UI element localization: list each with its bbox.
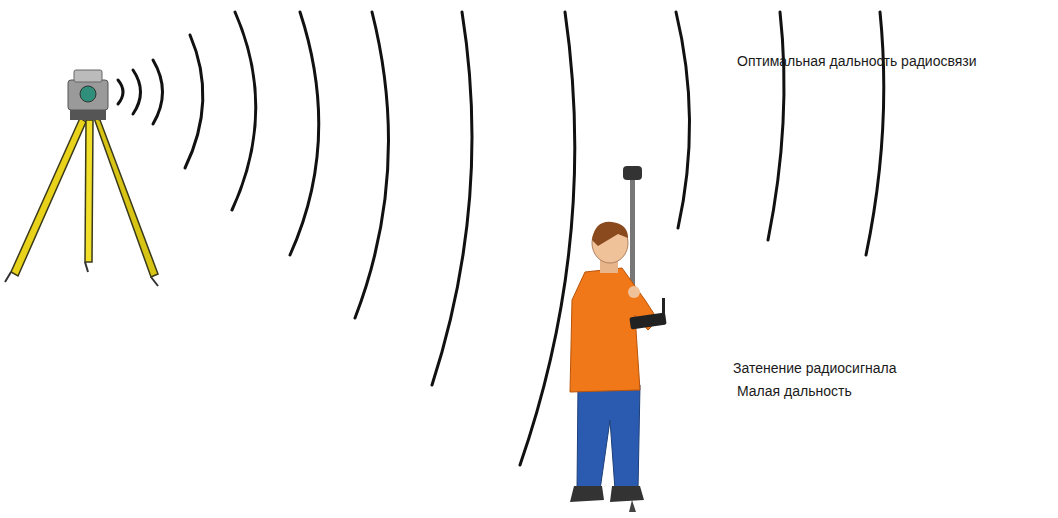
pole-tip [629, 500, 636, 512]
radio-wave [290, 12, 319, 255]
tripod-leg [94, 118, 158, 277]
tripod-leg [85, 120, 93, 262]
telescope-lens [80, 86, 96, 102]
radio-wave [866, 12, 884, 255]
hand [628, 286, 640, 298]
boots [570, 486, 644, 502]
radio-wave [153, 60, 163, 124]
controller [629, 313, 666, 330]
radio-wave [355, 12, 388, 318]
tripod-foot [5, 262, 158, 286]
radio-wave [432, 12, 472, 385]
caption-text: Затенение радиосигнала [733, 360, 896, 377]
total-station [5, 70, 158, 286]
radio-wave [185, 35, 203, 168]
radio-wave [232, 12, 256, 210]
caption-text: Малая дальность [737, 383, 852, 400]
instrument-top [74, 70, 102, 82]
radio-wave [133, 70, 141, 114]
surveyor [570, 166, 667, 512]
tripod-leg [11, 118, 86, 276]
caption-text: Оптимальная дальность радиосвязи [737, 53, 977, 70]
controller-antenna [662, 298, 665, 314]
prism-head [623, 166, 642, 180]
instrument-body [68, 80, 108, 110]
radio-wave [768, 12, 784, 240]
radio-wave [520, 12, 575, 465]
trousers [577, 385, 640, 490]
hair [592, 222, 628, 246]
radio-waves [118, 12, 884, 465]
radio-wave [118, 80, 123, 104]
jacket [570, 268, 658, 392]
radio-wave [676, 12, 690, 228]
